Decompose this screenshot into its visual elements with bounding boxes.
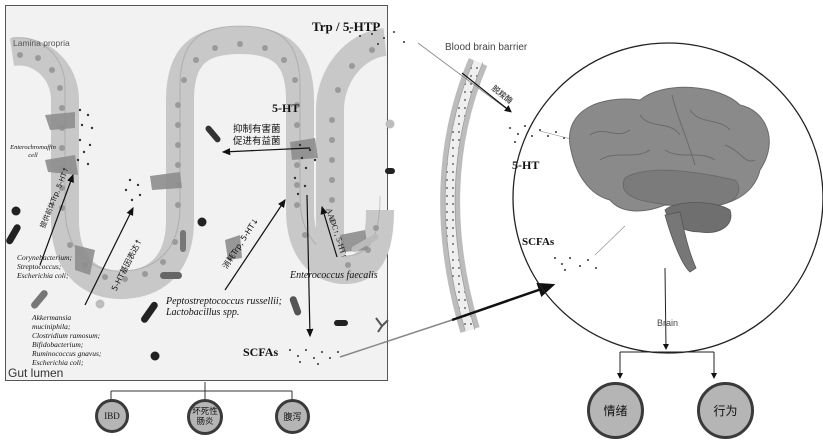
scfa-arrow bbox=[451, 282, 556, 322]
brain-5ht-label: 5-HT bbox=[512, 158, 540, 172]
outcome-node-emotion: 情绪 bbox=[587, 382, 644, 439]
bacteria bbox=[6, 125, 395, 333]
disease-node-diarrhea: 腹泻 bbox=[275, 399, 310, 434]
gut-5ht-label: 5-HT bbox=[272, 101, 300, 115]
intestinal-villi bbox=[10, 25, 394, 300]
brain-icon bbox=[569, 86, 770, 273]
serotonin-dots bbox=[76, 31, 597, 365]
gut-arrows bbox=[39, 147, 338, 338]
effect-promote-beneficial: 促进有益菌 bbox=[233, 136, 281, 147]
disease-node-nec: 坏死性 肠炎 bbox=[187, 399, 223, 435]
trp-5htp-label: Trp / 5-HTP bbox=[312, 19, 381, 34]
lamina-propria-label: Lamina propria bbox=[13, 38, 70, 48]
bbb-label: Blood brain barrier bbox=[445, 42, 528, 53]
trp-arrow bbox=[461, 72, 512, 113]
bacteria-group-4: Enterococcus faecalis bbox=[290, 270, 378, 281]
outcome-node-behavior: 行为 bbox=[697, 382, 754, 439]
brain-boundary bbox=[512, 42, 823, 354]
bacteria-group-3: Peptostreptococcus russellii; Lactobacil… bbox=[166, 296, 282, 318]
brain-scfas-label: SCFAs bbox=[522, 236, 555, 248]
disease-node-ibd: IBD bbox=[95, 399, 129, 433]
effect-inhibit-harmful: 抑制有害菌 bbox=[233, 124, 281, 135]
particles bbox=[11, 206, 207, 361]
trp-line bbox=[417, 42, 509, 111]
bacteria-effect-label: 抑制有害菌 促进有益菌 bbox=[233, 124, 281, 148]
outcome-connector bbox=[617, 267, 717, 379]
gut-lumen-label: Gut lumen bbox=[8, 366, 64, 380]
blood-brain-barrier bbox=[440, 58, 488, 333]
enterochromaffin-cell-label: Enterochromaffin cell bbox=[10, 144, 56, 159]
bacteria-group-1: Corynebacterium; Streptococcus; Escheric… bbox=[17, 253, 72, 280]
bacteria-group-2: Akkermansia muciniphila; Clostridium ram… bbox=[32, 313, 102, 367]
gut-scfas-label: SCFAs bbox=[243, 345, 279, 359]
villus-right bbox=[316, 28, 388, 284]
disease-connector bbox=[110, 382, 293, 400]
brain-label: Brain bbox=[657, 318, 679, 328]
